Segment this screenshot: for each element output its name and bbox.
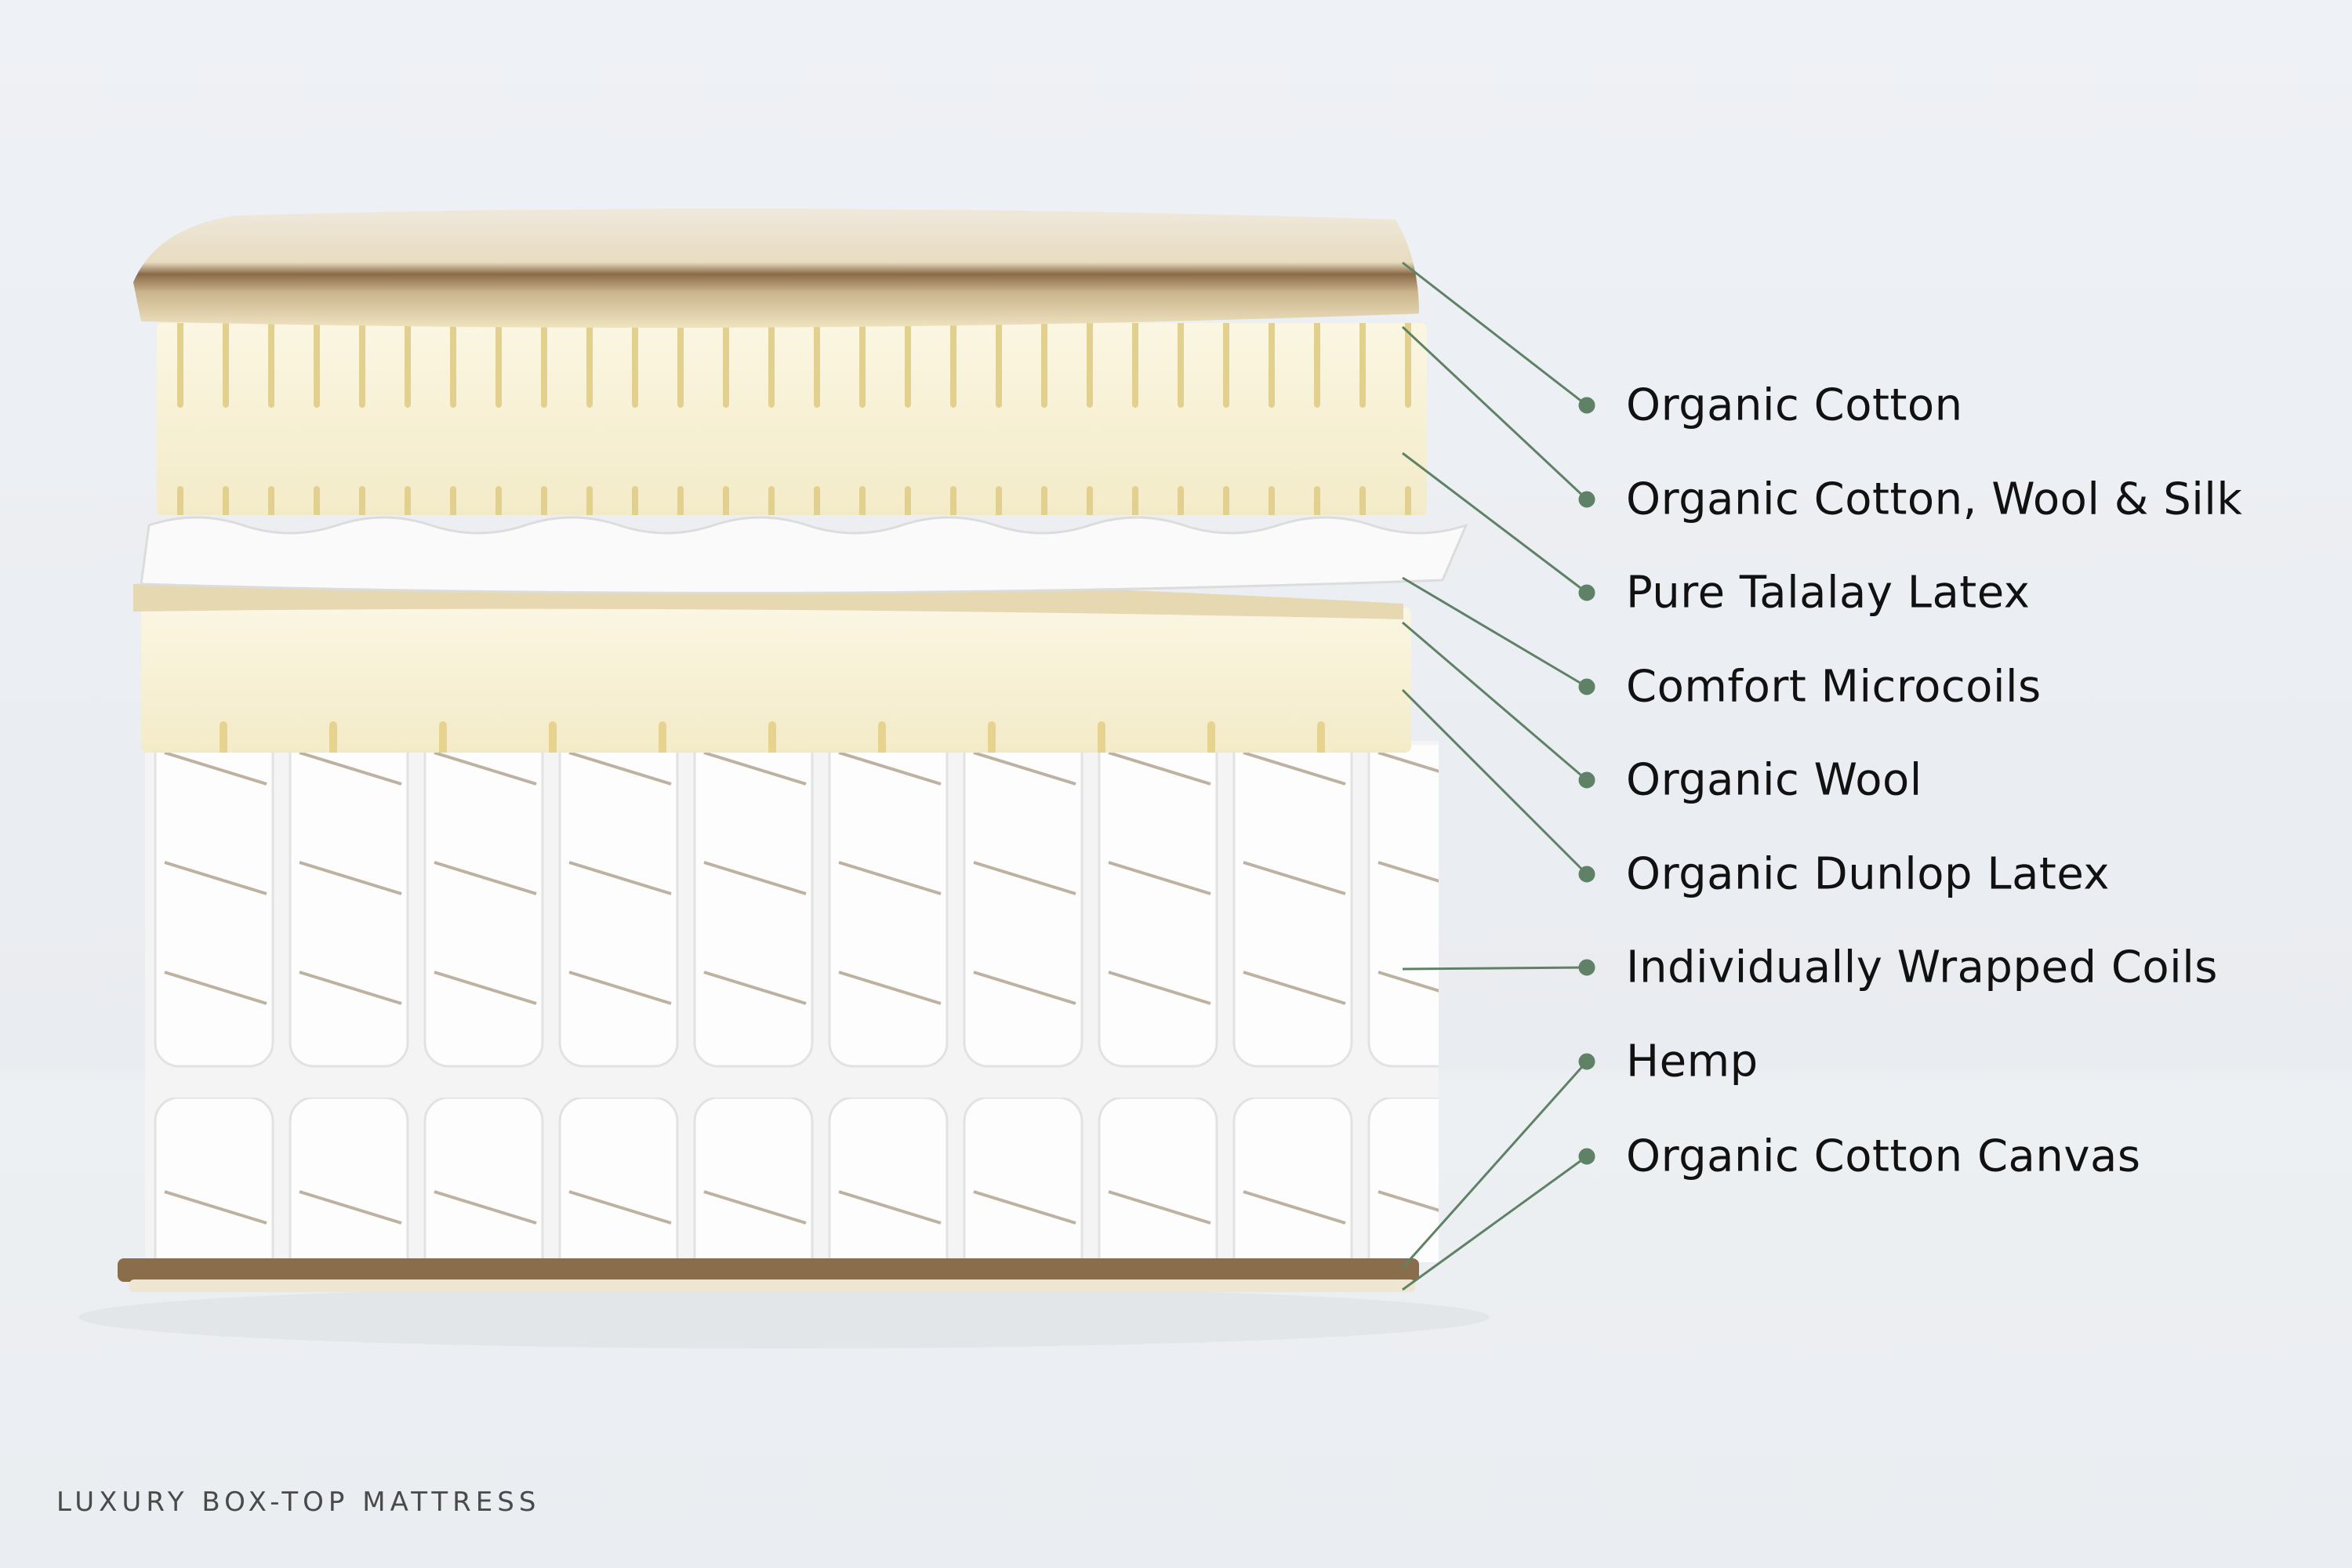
label-organic-wool: Organic Wool xyxy=(1626,754,1922,806)
leader-dot xyxy=(1578,584,1595,601)
label-organic-dunlop-latex: Organic Dunlop Latex xyxy=(1626,848,2110,900)
label-organic-cotton-canvas: Organic Cotton Canvas xyxy=(1626,1131,2141,1182)
leader-dot xyxy=(1578,1053,1595,1070)
organic-cotton-canvas-layer xyxy=(129,1279,1415,1292)
leader-dot xyxy=(1578,771,1595,789)
caption: LUXURY BOX-TOP MATTRESS xyxy=(56,1486,541,1518)
label-organic-cotton: Organic Cotton xyxy=(1626,379,1963,431)
leader-dot xyxy=(1578,397,1595,414)
leader-dot xyxy=(1578,491,1595,508)
comfort-microcoils-layer xyxy=(140,516,1468,594)
shadow xyxy=(78,1286,1490,1348)
label-hemp: Hemp xyxy=(1626,1036,1759,1087)
label-individually-wrapped-coils: Individually Wrapped Coils xyxy=(1626,942,2218,993)
leader-dot xyxy=(1578,959,1595,976)
leader-dot xyxy=(1578,1148,1595,1165)
label-pure-talalay-latex: Pure Talalay Latex xyxy=(1626,567,2031,619)
leader-dot xyxy=(1578,866,1595,883)
label-comfort-microcoils: Comfort Microcoils xyxy=(1626,661,2042,713)
organic-cotton-quilt-layer xyxy=(133,209,1419,328)
label-organic-cotton-wool-silk: Organic Cotton, Wool & Silk xyxy=(1626,474,2243,525)
hemp-layer xyxy=(118,1258,1419,1282)
leader-lines xyxy=(1401,261,1595,1291)
leader-dot xyxy=(1578,678,1595,695)
